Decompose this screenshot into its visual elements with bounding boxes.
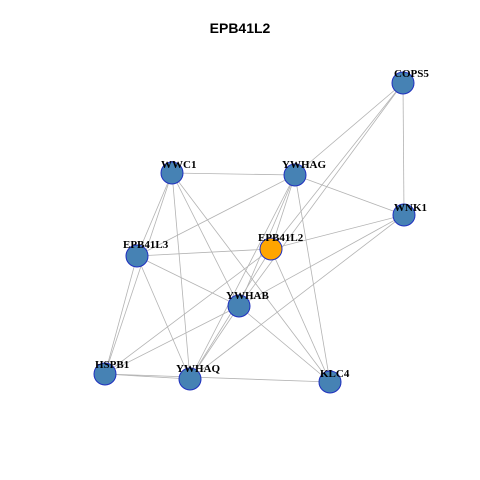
- edge-wwc1-ywhaq: [171, 172, 191, 380]
- edge-wwc1-ywhab: [171, 172, 240, 307]
- edge-ywhab-ywhaq: [189, 305, 240, 380]
- edge-ywhag-epb41l3: [136, 174, 296, 257]
- node-label-ywhaq: YWHAQ: [176, 363, 220, 375]
- edge-ywhag-wnk1: [294, 174, 405, 216]
- node-ywhab[interactable]: [227, 294, 251, 318]
- node-label-ywhab: YWHAB: [226, 290, 269, 302]
- edge-cops5-ywhag: [294, 82, 404, 176]
- edge-epb41l3-epb41l2: [136, 248, 272, 257]
- node-label-wwc1: WWC1: [161, 159, 196, 171]
- edge-wwc1-hspb1: [104, 172, 173, 375]
- edge-wnk1-ywhab: [238, 214, 405, 307]
- edge-wnk1-ywhaq: [189, 214, 405, 380]
- edge-epb41l2-ywhaq: [189, 248, 272, 380]
- node-label-klc4: KLC4: [320, 368, 350, 380]
- node-label-epb41l2: EPB41L2: [258, 232, 304, 244]
- node-label-ywhag: YWHAG: [282, 159, 326, 171]
- edge-layer: [104, 82, 405, 383]
- node-layer: [93, 71, 416, 394]
- edge-ywhag-epb41l2: [270, 174, 296, 250]
- edge-cops5-wnk1: [402, 82, 405, 216]
- node-hspb1[interactable]: [93, 362, 117, 386]
- edge-ywhag-klc4: [294, 174, 331, 383]
- edge-epb41l3-ywhab: [136, 255, 240, 307]
- node-label-hspb1: HSPB1: [95, 359, 129, 371]
- edge-ywhab-hspb1: [104, 305, 240, 375]
- node-wwc1[interactable]: [160, 161, 184, 185]
- edge-ywhag-ywhaq: [189, 174, 296, 380]
- node-epb41l3[interactable]: [125, 244, 149, 268]
- node-label-wnk1: WNK1: [394, 202, 427, 214]
- edge-ywhab-klc4: [238, 305, 331, 383]
- edge-hspb1-klc4: [104, 373, 331, 383]
- edge-cops5-epb41l2: [270, 82, 404, 250]
- node-label-epb41l3: EPB41L3: [123, 239, 169, 251]
- node-ywhaq[interactable]: [178, 367, 202, 391]
- edge-wnk1-epb41l2: [270, 214, 405, 250]
- edge-epb41l3-hspb1: [104, 255, 138, 375]
- edge-wwc1-epb41l3: [136, 172, 173, 257]
- edge-epb41l3-ywhaq: [136, 255, 191, 380]
- chart-title: EPB41L2: [209, 20, 271, 36]
- node-cops5[interactable]: [391, 71, 415, 95]
- edge-wwc1-ywhag: [171, 172, 296, 176]
- node-label-cops5: COPS5: [394, 68, 429, 80]
- node-klc4[interactable]: [318, 370, 342, 394]
- edge-cops5-ywhab: [238, 82, 404, 307]
- edge-epb41l2-hspb1: [104, 248, 272, 375]
- node-wnk1[interactable]: [392, 203, 416, 227]
- edge-epb41l2-klc4: [270, 248, 331, 383]
- node-ywhag[interactable]: [283, 163, 307, 187]
- node-epb41l2[interactable]: [259, 237, 283, 261]
